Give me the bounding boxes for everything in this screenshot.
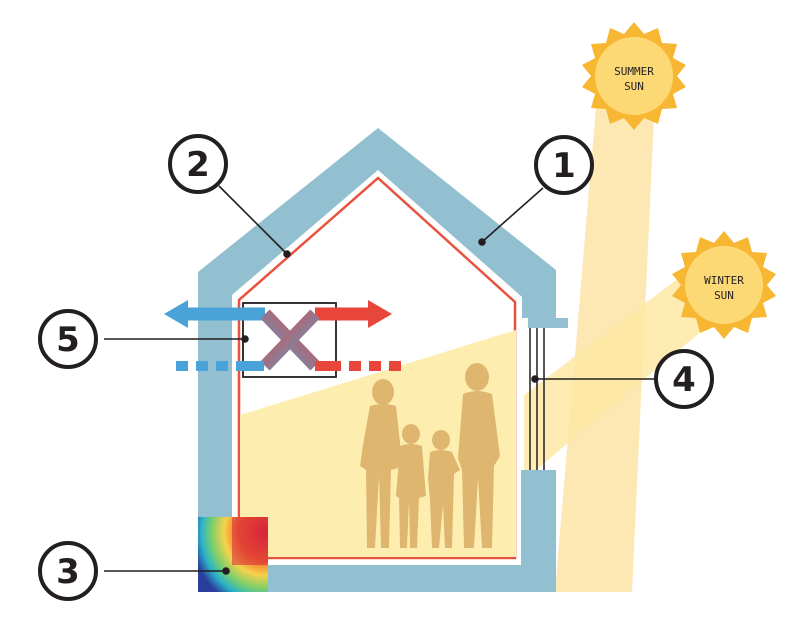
summer-sun-label-2: SUN (624, 80, 644, 93)
callout-5: 5 (38, 309, 98, 369)
leader-lines (104, 185, 655, 575)
callout-1: 1 (534, 135, 594, 195)
callout-4: 4 (654, 349, 714, 409)
family-silhouettes (360, 363, 500, 548)
summer-sun: SUMMER SUN (582, 22, 686, 130)
callout-4-number: 4 (672, 360, 696, 400)
summer-sun-label-1: SUMMER (614, 65, 654, 78)
callout-3: 3 (38, 541, 98, 601)
callout-2: 2 (168, 134, 228, 194)
air-flow (164, 300, 401, 371)
winter-sun-label-2: SUN (714, 289, 734, 302)
winter-sun: WINTER SUN (672, 231, 776, 339)
callout-5-number: 5 (56, 320, 80, 360)
callout-2-number: 2 (186, 145, 210, 185)
winter-sun-disk (685, 246, 763, 324)
callout-1-number: 1 (552, 146, 576, 186)
window (528, 318, 568, 470)
winter-sunbeam (524, 262, 715, 480)
summer-sun-disk (595, 37, 673, 115)
winter-sun-label-1: WINTER (704, 274, 744, 287)
thermal-bridge-corner (232, 517, 268, 565)
callout-3-number: 3 (56, 552, 80, 592)
airtight-layer (237, 176, 517, 560)
